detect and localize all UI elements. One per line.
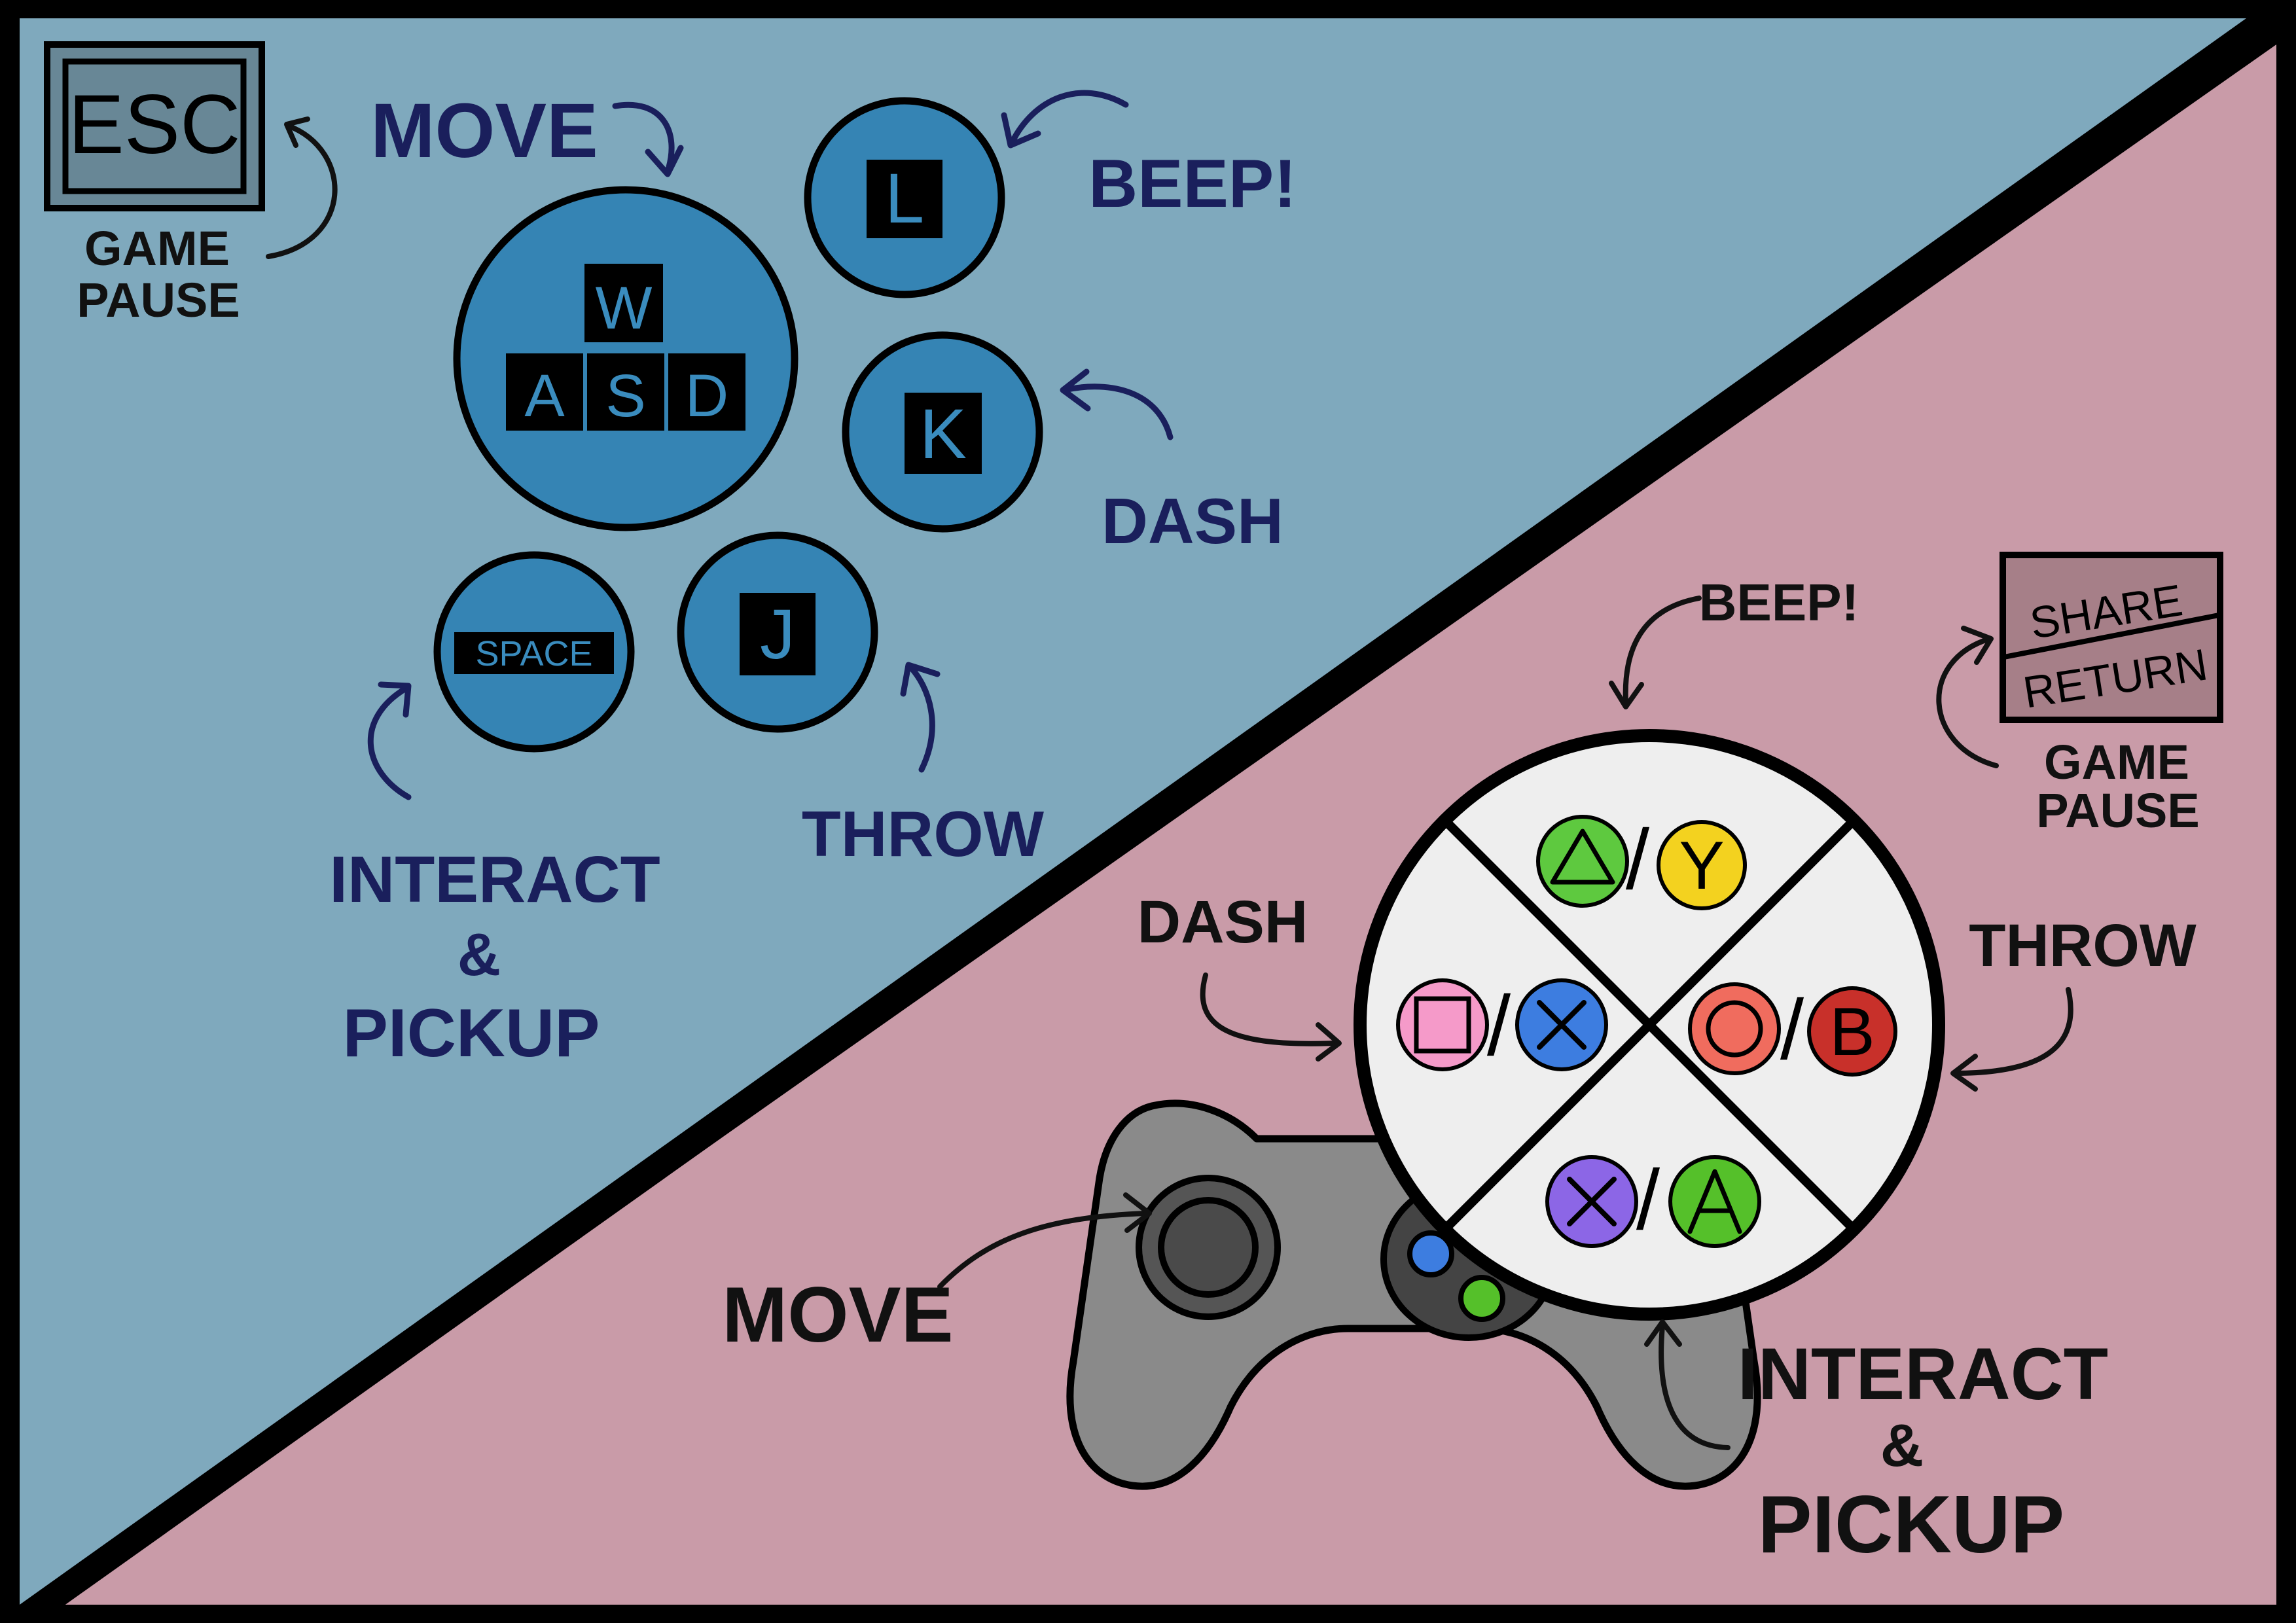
controller-beep-arrowhead-icon [1609, 681, 1644, 709]
share-arrowhead-icon [1961, 626, 1994, 665]
triangle-y-pair: / Y [1536, 812, 1747, 910]
space-key-label: SPACE [475, 634, 592, 673]
square-icon [1396, 978, 1489, 1071]
beep-arrowhead-icon [1001, 112, 1041, 149]
triangle-y-separator: / [1626, 812, 1650, 907]
controller-pickup-label: PICKUP [1758, 1480, 2065, 1570]
b-button-icon [1807, 986, 1897, 1077]
controller-beep-curved-arrow-icon [1623, 596, 1702, 705]
share-return-button: SHARE RETURN [2000, 552, 2223, 723]
controller-interact-arrowhead-icon [1644, 1319, 1682, 1347]
esc-key-label: ESC [68, 78, 240, 171]
esc-game-label: GAME [84, 221, 230, 276]
diagonal-divider [25, 17, 2271, 1623]
controller-throw-curved-arrow-icon [1952, 987, 2073, 1076]
controller-move-arrowhead-icon [1123, 1192, 1152, 1233]
interact-label: INTERACT [329, 843, 660, 916]
dash-curved-arrow-icon [1061, 383, 1174, 440]
beep-curved-arrow-icon [1009, 90, 1129, 146]
share-curved-arrow-icon [1936, 636, 1999, 768]
cross-a-pair: / [1545, 1152, 1761, 1248]
beep-label: BEEP! [1088, 146, 1297, 222]
square-x-pair: / [1396, 978, 1608, 1073]
l-key-circle: L [804, 97, 1005, 298]
a-key-label: A [524, 363, 565, 429]
dash-label: DASH [1102, 485, 1283, 557]
j-key-label: J [760, 594, 795, 673]
esc-pause-label: PAUSE [77, 273, 240, 327]
y-button-label: Y [1679, 828, 1724, 904]
throw-arrowhead-icon [900, 662, 941, 697]
d-key [668, 353, 745, 431]
controller-move-label: MOVE [722, 1271, 953, 1359]
d-key-label: D [685, 363, 728, 429]
thumbstick-icon [1158, 1197, 1259, 1298]
w-key [584, 264, 663, 342]
circle-b-separator: / [1780, 982, 1804, 1077]
controller-throw-arrowhead-icon [1950, 1054, 1978, 1092]
esc-key: ESC [44, 41, 265, 211]
pickup-label: PICKUP [343, 995, 600, 1071]
throw-label: THROW [802, 798, 1045, 870]
interact-ampersand-label: & [457, 921, 501, 988]
controller-dash-curved-arrow-icon [1200, 972, 1338, 1046]
blue-button-icon [1407, 1230, 1454, 1277]
circle-icon [1688, 982, 1781, 1075]
cross-a-separator: / [1636, 1152, 1660, 1247]
controller-dash-label: DASH [1138, 889, 1308, 955]
wasd-key-circle: W A S D [453, 186, 798, 531]
b-button-label: B [1829, 994, 1874, 1070]
share-pause-label: PAUSE [2036, 783, 2199, 838]
throw-curved-arrow-icon [906, 663, 935, 773]
esc-arrowhead-icon [284, 116, 310, 148]
controller-throw-label: THROW [1969, 912, 2197, 979]
controller-move-curved-arrow-icon [937, 1211, 1148, 1289]
move-arrowhead-icon [645, 145, 684, 177]
k-key-label: K [920, 394, 967, 473]
y-button-icon [1657, 820, 1747, 910]
controller-dash-arrowhead-icon [1316, 1022, 1342, 1061]
share-game-label: GAME [2044, 735, 2189, 789]
s-key-label: S [605, 363, 645, 429]
square-x-separator: / [1487, 978, 1511, 1073]
dash-arrowhead-icon [1060, 368, 1091, 412]
interact-arrowhead-icon [378, 681, 412, 718]
w-key-label: W [596, 275, 653, 342]
s-key [587, 353, 664, 431]
space-key-circle: SPACE [433, 551, 635, 753]
k-key-circle: K [842, 331, 1043, 533]
interact-curved-arrow-icon [367, 685, 412, 800]
controller-interact-ampersand-label: & [1880, 1412, 1924, 1479]
green-button-icon [1458, 1275, 1505, 1322]
move-label: MOVE [370, 88, 598, 174]
controller-interact-label: INTERACT [1738, 1333, 2108, 1415]
l-key-label: L [885, 158, 924, 238]
a-key [506, 353, 583, 431]
move-curved-arrow-icon [612, 101, 675, 175]
face-buttons-disc [1354, 729, 1945, 1321]
circle-b-pair: / B [1688, 982, 1897, 1077]
controller-beep-label: BEEP! [1699, 573, 1859, 632]
controller-interact-curved-arrow-icon [1659, 1323, 1731, 1450]
j-key-circle: J [677, 531, 878, 733]
esc-curved-arrow-icon [266, 123, 338, 259]
